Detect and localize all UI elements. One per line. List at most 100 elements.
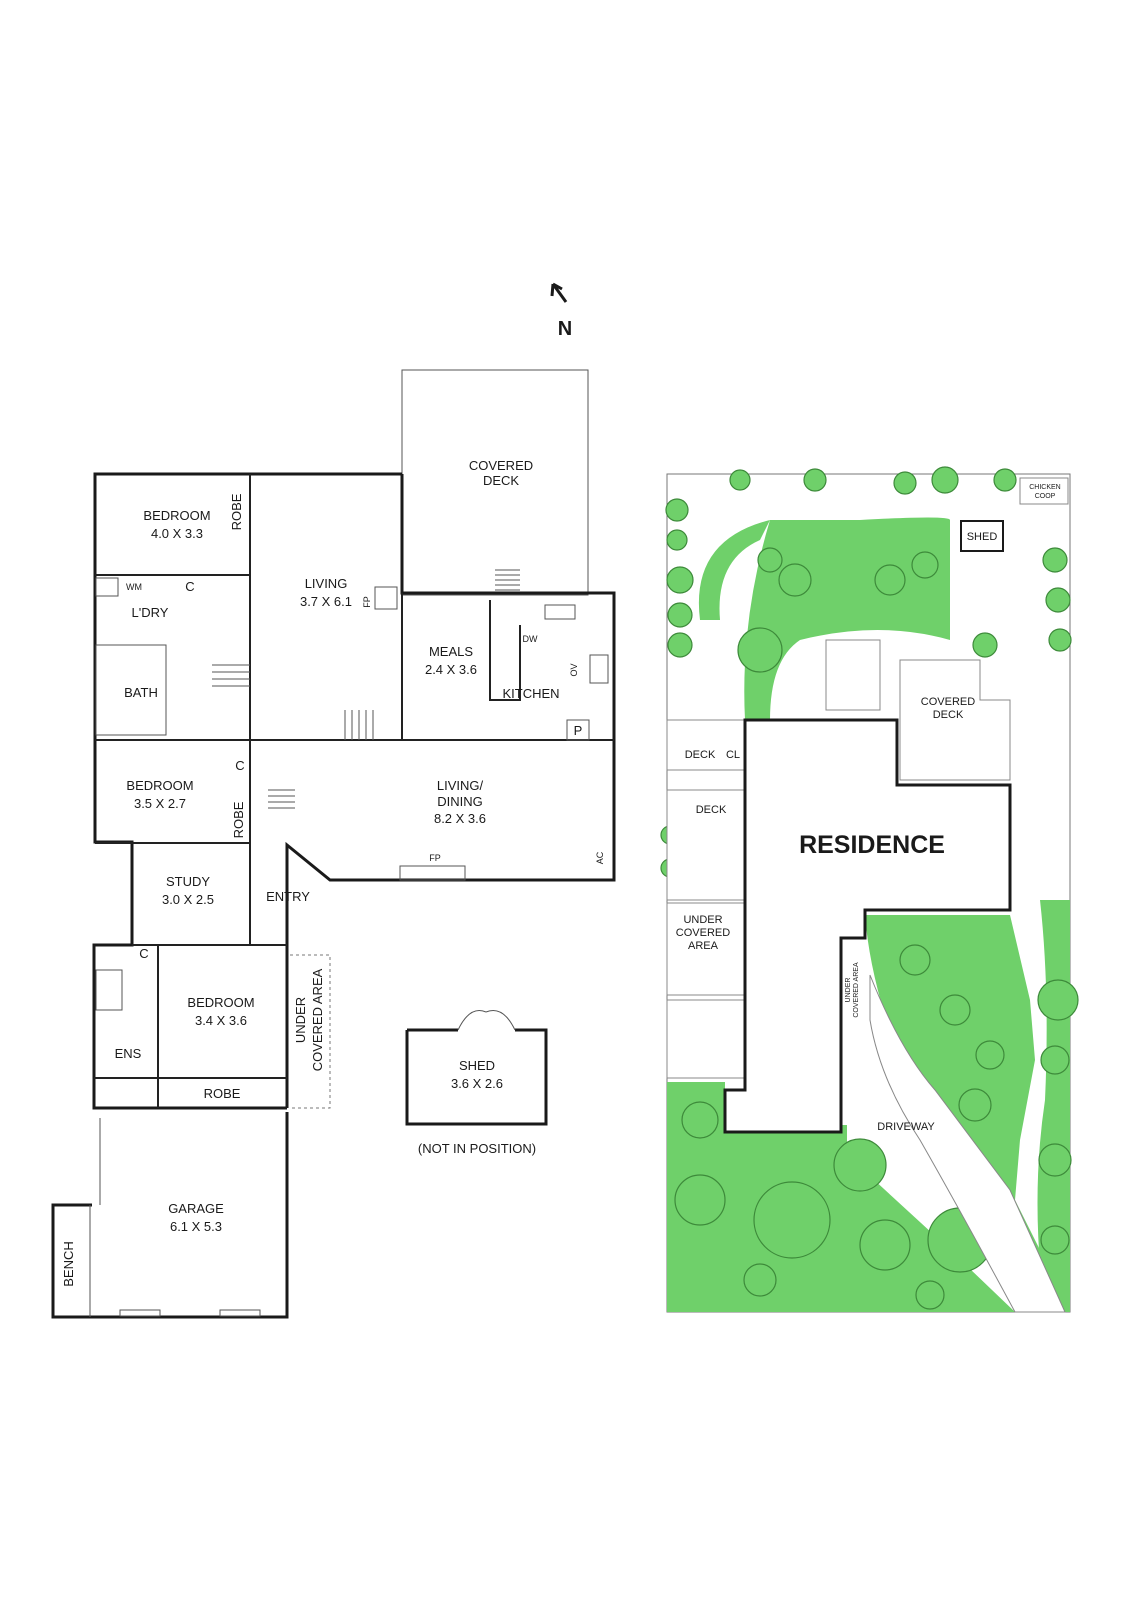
bench-label: BENCH (61, 1241, 76, 1287)
tree-icon (1038, 1143, 1072, 1177)
front-garden-west (667, 1082, 1015, 1312)
covered-deck-line1: COVERED (469, 458, 533, 473)
robe2-label: ROBE (231, 801, 246, 838)
north-label: N (558, 318, 572, 340)
tree-icon (915, 1280, 945, 1310)
under-covered-line1: UNDER (293, 997, 308, 1043)
bedroom2-name: BEDROOM (126, 778, 193, 793)
site-under-covered-line2: COVERED (676, 927, 730, 939)
interior-walls (94, 474, 614, 1108)
tree-icon (681, 1101, 719, 1139)
site-shed (960, 520, 1004, 552)
tree-icon (778, 563, 812, 597)
shed-doors (457, 1010, 516, 1031)
bathtub (95, 644, 167, 736)
bedroom1-name: BEDROOM (143, 508, 210, 523)
chicken-coop (1019, 477, 1069, 505)
pool-area (825, 639, 881, 711)
cupboard2-label: C (235, 758, 244, 773)
floor-plan: BEDROOM 4.0 X 3.3 ROBE WM C L'DRY BATH L… (51, 369, 616, 1319)
tree-icon (975, 1040, 1005, 1070)
shed-size: 3.6 X 2.6 (451, 1076, 503, 1091)
tree-icon (931, 466, 959, 494)
entry-label: ENTRY (266, 889, 310, 904)
tree-icon (665, 498, 689, 522)
tree-icon (737, 627, 783, 673)
tree-icon (1040, 1225, 1070, 1255)
rear-path-garden (698, 520, 770, 620)
tree-icon (667, 602, 693, 628)
garage-window-1 (119, 1309, 161, 1317)
tree-icon (803, 468, 827, 492)
cupboard3-label: C (139, 946, 148, 961)
site-shed-label: SHED (967, 531, 998, 543)
residence-outline (723, 718, 1012, 1134)
tree-icon (911, 551, 939, 579)
chicken-coop-line2: COOP (1035, 493, 1056, 500)
living-size: 3.7 X 6.1 (300, 594, 352, 609)
covered-deck-line2: DECK (483, 473, 519, 488)
fireplace-1 (374, 586, 398, 610)
chicken-coop-line1: CHICKEN (1029, 484, 1061, 491)
stairs (212, 569, 520, 809)
living-dining-line2: DINING (437, 794, 483, 809)
tree-icon (674, 1174, 726, 1226)
north-arrow-icon (550, 282, 568, 303)
bedroom2-size: 3.5 X 2.7 (134, 796, 186, 811)
driveway-label: DRIVEWAY (877, 1121, 935, 1133)
deck1-label: DECK (685, 749, 716, 761)
garage-size: 6.1 X 5.3 (170, 1219, 222, 1234)
tree-icon (666, 529, 688, 551)
small-under-covered-line2: COVERED AREA (853, 962, 860, 1018)
living-dining-line1: LIVING/ (437, 778, 484, 793)
bedroom3-name: BEDROOM (187, 995, 254, 1010)
garage-walls (51, 1112, 289, 1319)
under-covered-outline (290, 954, 331, 1109)
tree-icon (859, 1219, 911, 1271)
tree-icon (993, 468, 1017, 492)
bedroom1-size: 4.0 X 3.3 (151, 526, 203, 541)
site-covered-deck (899, 659, 1011, 781)
driveway-surface (869, 974, 1066, 1313)
ov-label: OV (569, 663, 579, 676)
shed-note: (NOT IN POSITION) (418, 1141, 536, 1156)
kitchen-label: KITCHEN (502, 686, 559, 701)
meals-name: MEALS (429, 644, 473, 659)
laundry-tub (95, 577, 119, 597)
bath-label: BATH (124, 685, 158, 700)
tree-icon (893, 471, 917, 495)
bedroom3-size: 3.4 X 3.6 (195, 1013, 247, 1028)
dw-label: DW (523, 634, 538, 644)
tree-icon (899, 944, 931, 976)
living-name: LIVING (305, 576, 348, 591)
shed-name: SHED (459, 1058, 495, 1073)
house-west-wall (92, 472, 402, 1110)
robe3-label: ROBE (204, 1086, 241, 1101)
under-covered-line2: COVERED AREA (310, 968, 325, 1071)
study-size: 3.0 X 2.5 (162, 892, 214, 907)
tree-icon (972, 632, 998, 658)
oven (589, 654, 609, 684)
tree-icon (1040, 1045, 1070, 1075)
residence-label: RESIDENCE (799, 831, 945, 859)
robe1-label: ROBE (229, 493, 244, 530)
cupboard1-label: C (185, 579, 194, 594)
site-under-covered-line3: AREA (688, 940, 719, 952)
tree-icon (1042, 547, 1068, 573)
wm-label: WM (126, 582, 142, 592)
compass: N (550, 282, 572, 340)
sink (544, 604, 576, 620)
shed-outline (405, 1028, 548, 1126)
small-under-covered-line1: UNDER (845, 978, 852, 1003)
tree-icon (874, 564, 906, 596)
tree-icon (1037, 979, 1079, 1021)
shower (95, 969, 123, 1011)
laundry-label: L'DRY (132, 605, 169, 620)
site-covered-deck-line1: COVERED (921, 696, 975, 708)
tree-icon (939, 994, 971, 1026)
site-covered-deck-line2: DECK (933, 709, 964, 721)
cl-label: CL (726, 749, 740, 761)
tree-icon (667, 632, 693, 658)
tree-icon (1045, 587, 1071, 613)
